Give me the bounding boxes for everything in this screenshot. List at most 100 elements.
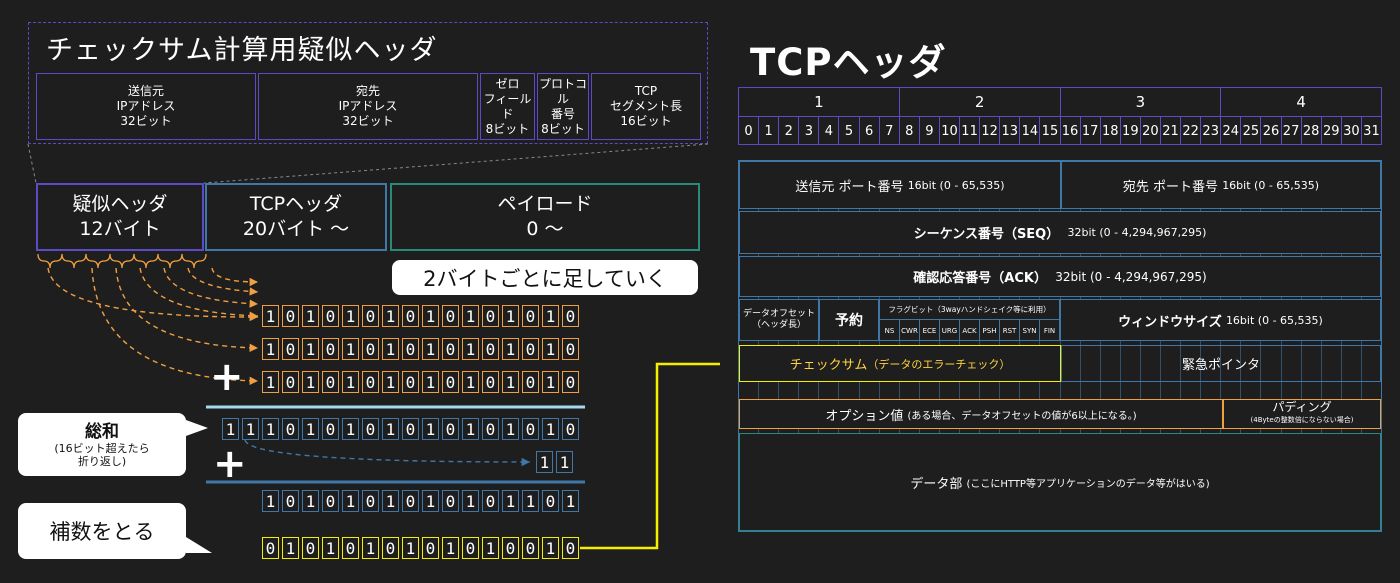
bit-cell: 1 xyxy=(542,537,559,559)
bit-cell: 1 xyxy=(382,490,399,512)
bit-cell: 0 xyxy=(522,537,539,559)
bit-cell: 0 xyxy=(562,371,579,393)
bit-cell: 0 xyxy=(562,537,579,559)
bit-cell: 1 xyxy=(542,418,559,440)
bit-cell: 1 xyxy=(556,451,573,473)
flag-fin: FIN xyxy=(1039,320,1059,341)
bit-cell: 1 xyxy=(342,371,359,393)
checksum-field: チェックサム（データのエラーチェック） xyxy=(739,345,1061,382)
bit-cell: 1 xyxy=(536,451,553,473)
bit-number: 15 xyxy=(1039,117,1059,145)
data-section: データ部 (ここにHTTP等アプリケーションのデータ等がはいる) xyxy=(739,433,1381,531)
bit-cell: 0 xyxy=(282,490,299,512)
byte-number: 2 xyxy=(898,88,1060,116)
pseudo-field-tcp-length: TCP セグメント長 16ビット xyxy=(591,73,701,140)
tcp-header-title: TCPヘッダ xyxy=(750,41,947,84)
bit-cell: 0 xyxy=(522,305,539,327)
bit-number: 1 xyxy=(758,117,778,145)
bit-cell: 0 xyxy=(562,338,579,360)
bit-cell: 0 xyxy=(522,371,539,393)
dst-port-label: 宛先 ポート番号 xyxy=(1122,179,1219,195)
bit-cell: 1 xyxy=(462,490,479,512)
bit-number: 9 xyxy=(918,117,939,145)
bit-cell: 0 xyxy=(522,338,539,360)
bit-cell: 0 xyxy=(282,305,299,327)
bit-cell: 0 xyxy=(322,418,339,440)
bit-cell: 1 xyxy=(522,490,539,512)
bit-cell: 0 xyxy=(482,371,499,393)
bit-cell: 1 xyxy=(502,305,519,327)
bit-cell: 1 xyxy=(462,371,479,393)
bit-cell: 0 xyxy=(462,537,479,559)
bit-cell: 1 xyxy=(442,537,459,559)
callout-sum: 総和 (16ビット超えたら 折り返し) xyxy=(18,413,186,476)
bit-grid-column xyxy=(1220,161,1240,531)
bit-cell: 1 xyxy=(382,305,399,327)
bit-cell: 0 xyxy=(362,338,379,360)
bit-cell: 0 xyxy=(382,537,399,559)
bit-number: 17 xyxy=(1079,117,1100,145)
bit-grid-column xyxy=(1099,161,1120,531)
bit-cell: 0 xyxy=(562,418,579,440)
data-label: データ部 xyxy=(910,476,963,492)
byte-number: 3 xyxy=(1059,88,1221,116)
bit-number: 14 xyxy=(1019,117,1039,145)
bit-cell: 1 xyxy=(222,418,239,440)
bit-cell: 0 xyxy=(362,371,379,393)
bit-number: 25 xyxy=(1240,117,1260,145)
window-label: ウィンドウサイズ xyxy=(1118,314,1222,330)
bit-cell: 0 xyxy=(322,371,339,393)
bit-grid-column xyxy=(1340,161,1361,531)
bit-grid-column xyxy=(1320,161,1341,531)
bit-cell: 1 xyxy=(502,371,519,393)
bit-grid-column xyxy=(1300,161,1321,531)
bit-cell: 1 xyxy=(342,418,359,440)
flag-syn: SYN xyxy=(1019,320,1039,341)
bit-number: 16 xyxy=(1059,117,1080,145)
bit-number: 22 xyxy=(1180,117,1200,145)
bit-number: 31 xyxy=(1360,117,1381,145)
bit-grid-column xyxy=(1360,161,1381,531)
bit-number: 12 xyxy=(979,117,999,145)
segment-pseudo-header: 疑似ヘッダ 12バイト xyxy=(36,183,204,251)
padding-label: パディング xyxy=(1272,400,1332,414)
ack-size: 32bit (0 - 4,294,967,295) xyxy=(1055,269,1207,284)
options-field: オプション値 (ある場合、データオフセットの値が6以上になる。) xyxy=(739,399,1223,429)
bit-cell: 0 xyxy=(562,305,579,327)
bit-cell: 1 xyxy=(302,338,319,360)
bit-cell: 1 xyxy=(262,490,279,512)
bit-cell: 1 xyxy=(502,418,519,440)
bit-number: 28 xyxy=(1300,117,1321,145)
bit-cell: 0 xyxy=(342,537,359,559)
flags-title: フラグビット（3wayハンドシェイク等に利用） xyxy=(880,300,1059,320)
bit-cell: 0 xyxy=(402,305,419,327)
bit-cell: 1 xyxy=(302,305,319,327)
bit-cell: 1 xyxy=(542,305,559,327)
bit-number: 26 xyxy=(1260,117,1280,145)
window-size: 16bit (0 - 65,535) xyxy=(1225,313,1323,327)
padding-field: パディング (4Byteの整数倍にならない場合) xyxy=(1223,399,1381,429)
bit-grid-column xyxy=(1280,161,1301,531)
checksum-label: チェックサム xyxy=(789,358,868,373)
bit-cell: 1 xyxy=(422,418,439,440)
bit-cell: 0 xyxy=(302,537,319,559)
dst-port-size: 16bit (0 - 65,535) xyxy=(1222,178,1320,192)
callout-sum-pointer xyxy=(186,420,208,436)
bit-cell: 1 xyxy=(542,338,559,360)
bit-grid-column xyxy=(1180,161,1200,531)
bit-number: 29 xyxy=(1320,117,1341,145)
bit-cell: 1 xyxy=(382,338,399,360)
ack-label: 確認応答番号（ACK） xyxy=(913,271,1047,286)
bit-grid-column xyxy=(1159,161,1180,531)
bit-cell: 1 xyxy=(422,338,439,360)
bit-cell: 0 xyxy=(402,418,419,440)
src-port-field: 送信元 ポート番号 16bit (0 - 65,535) xyxy=(739,161,1061,209)
seq-field: シーケンス番号（SEQ） 32bit (0 - 4,294,967,295) xyxy=(739,211,1381,254)
bit-number: 10 xyxy=(938,117,959,145)
bit-number: 6 xyxy=(858,117,879,145)
